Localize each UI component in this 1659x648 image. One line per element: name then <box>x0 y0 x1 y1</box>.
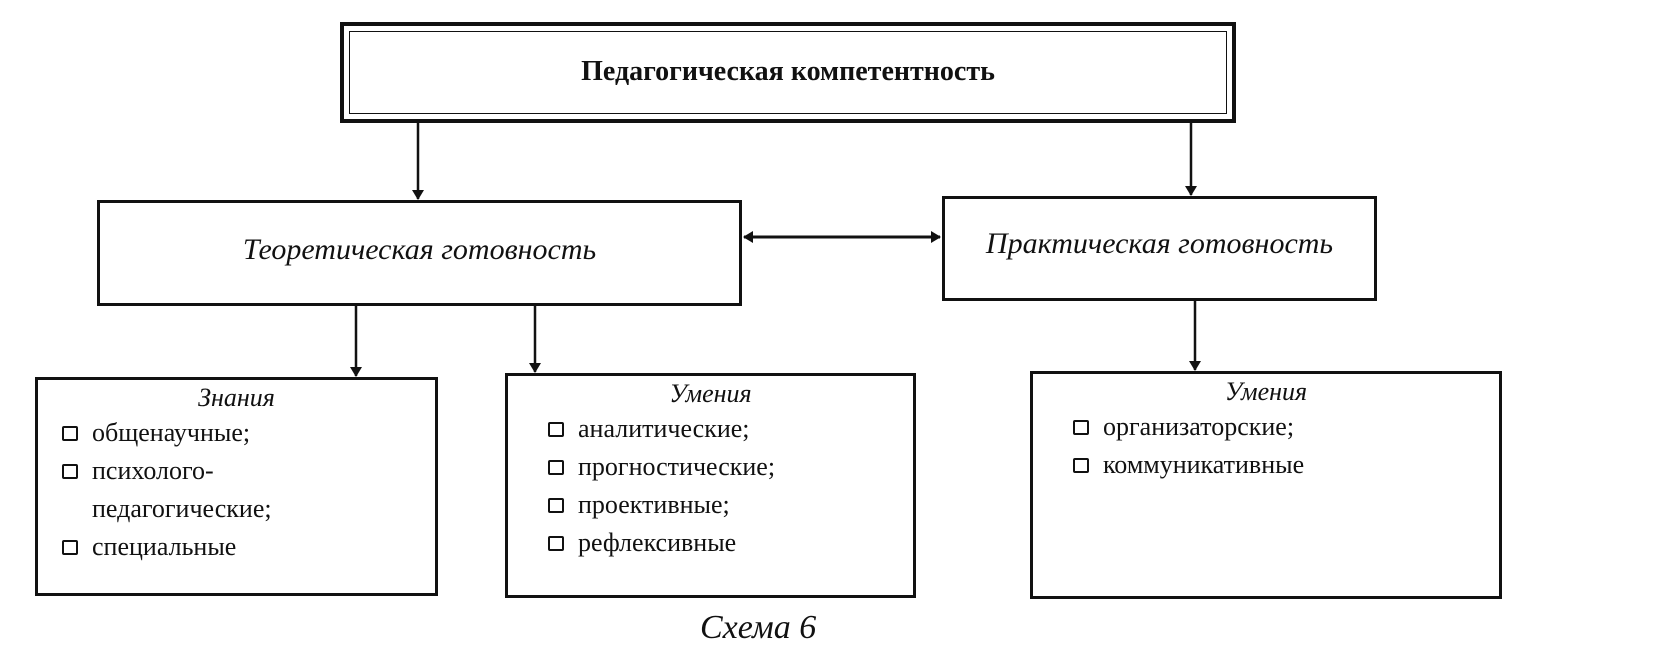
knowledge-heading: Знания <box>198 383 275 412</box>
list-item-text: рефлексивные <box>578 528 737 557</box>
list-item: аналитические; <box>540 410 913 448</box>
checkbox-bullet-icon <box>62 426 78 441</box>
knowledge-list: общенаучные; психолого- педагогические; … <box>54 414 435 566</box>
list-item-text: проективные; <box>578 490 730 519</box>
list-item-text: коммуникативные <box>1103 450 1305 479</box>
knowledge-node: Знания общенаучные; психолого- педагогич… <box>35 377 438 596</box>
theory-skills-list: аналитические; прогностические; проектив… <box>540 410 913 562</box>
theory-skills-node: Умения аналитические; прогностические; п… <box>505 373 916 598</box>
list-item: коммуникативные <box>1065 446 1499 484</box>
list-item-text: прогностические; <box>578 452 776 481</box>
list-item-continuation: педагогические; <box>54 490 435 528</box>
root-node-label: Педагогическая компетентность <box>581 56 995 87</box>
theory-skills-heading: Умения <box>669 379 752 408</box>
list-item: организаторские; <box>1065 408 1499 446</box>
practice-skills-heading: Умения <box>1224 377 1308 406</box>
checkbox-bullet-icon <box>548 498 564 513</box>
practice-node-label: Практическая готовность <box>985 227 1334 260</box>
root-node: Педагогическая компетентность <box>340 22 1236 123</box>
list-item: рефлексивные <box>540 524 913 562</box>
practice-node: Практическая готовность <box>942 196 1377 301</box>
list-item: общенаучные; <box>54 414 435 452</box>
checkbox-bullet-icon <box>1073 420 1089 435</box>
checkbox-bullet-icon <box>548 422 564 437</box>
list-item-text: общенаучные; <box>92 418 251 447</box>
checkbox-bullet-icon <box>62 540 78 555</box>
list-item-text: педагогические; <box>92 494 272 523</box>
list-item-text: специальные <box>92 532 237 561</box>
practice-skills-node: Умения организаторские; коммуникативные <box>1030 371 1502 599</box>
theory-node: Теоретическая готовность <box>97 200 742 306</box>
checkbox-bullet-icon <box>62 464 78 479</box>
practice-skills-list: организаторские; коммуникативные <box>1065 408 1499 484</box>
list-item-text: психолого- <box>92 456 214 485</box>
theory-node-label: Теоретическая готовность <box>242 233 597 266</box>
checkbox-bullet-icon <box>1073 458 1089 473</box>
list-item-text: организаторские; <box>1103 412 1295 441</box>
list-item-text: аналитические; <box>578 414 750 443</box>
list-item: психолого- <box>54 452 435 490</box>
list-item: проективные; <box>540 486 913 524</box>
root-node-inner-border <box>349 31 1227 114</box>
checkbox-bullet-icon <box>548 460 564 475</box>
checkbox-bullet-icon <box>548 536 564 551</box>
list-item: специальные <box>54 528 435 566</box>
figure-caption: Схема 6 <box>700 609 817 646</box>
list-item: прогностические; <box>540 448 913 486</box>
